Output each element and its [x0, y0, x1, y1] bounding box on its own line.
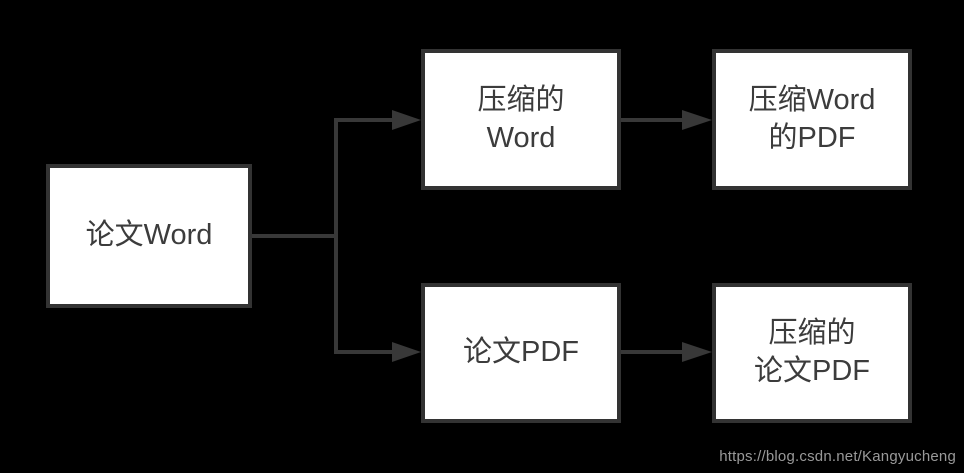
node-paper-pdf: 论文PDF: [421, 283, 621, 423]
node-compressed-word-label: 压缩的 Word: [477, 83, 565, 154]
node-compressed-word: 压缩的 Word: [421, 49, 621, 190]
node-compressed-word-pdf-label: 压缩Word 的PDF: [748, 83, 876, 154]
node-paper-word: 论文Word: [46, 164, 252, 308]
arrowhead-compressed-word: [392, 110, 421, 130]
arrowhead-compressed-paper-pdf: [682, 342, 712, 362]
arrowhead-compressed-word-pdf: [682, 110, 712, 130]
node-paper-word-label: 论文Word: [85, 219, 213, 252]
node-paper-pdf-label: 论文PDF: [462, 336, 579, 369]
watermark-url: https://blog.csdn.net/Kangyucheng: [719, 448, 956, 465]
arrowhead-paper-pdf: [392, 342, 421, 362]
node-compressed-word-pdf: 压缩Word 的PDF: [712, 49, 912, 190]
node-compressed-paper-pdf-label: 压缩的 论文PDF: [753, 317, 870, 387]
node-compressed-paper-pdf: 压缩的 论文PDF: [712, 283, 912, 423]
